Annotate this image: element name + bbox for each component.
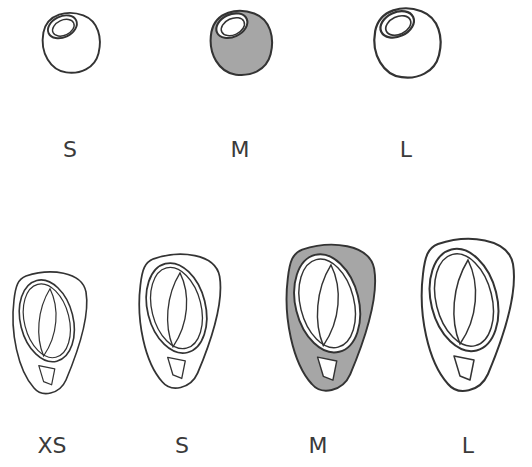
ear-fin-l [419,239,514,391]
ear-fin-s [137,254,220,388]
size-label: M [231,139,250,161]
size-label: M [309,435,328,457]
size-label: L [400,139,412,161]
ear-tip-m [211,9,272,75]
ear-fin-m [284,245,375,391]
size-label: L [462,435,474,457]
size-label: S [175,435,189,457]
ear-tip-s [43,11,100,73]
size-label: S [63,139,77,161]
ear-fin-xs [11,272,87,394]
size-label: XS [37,435,66,457]
ear-tip-l [374,6,440,78]
